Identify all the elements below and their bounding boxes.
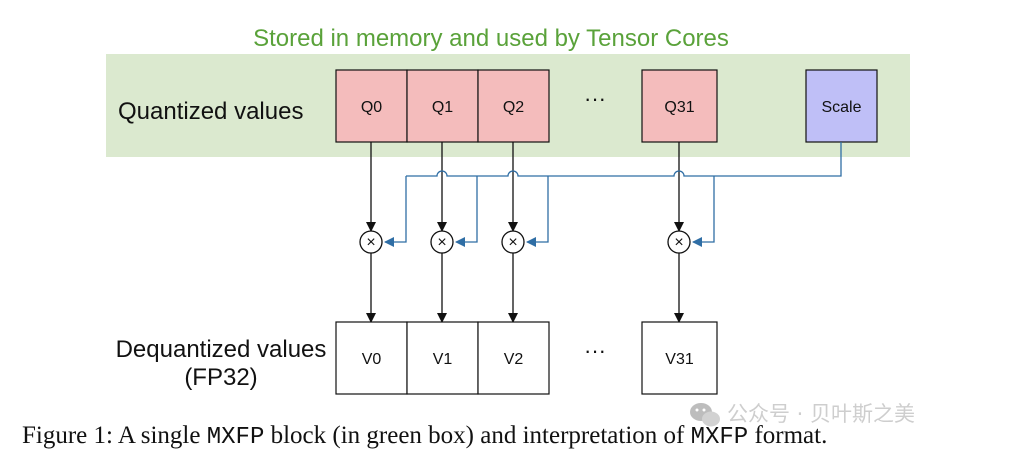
scale-branch-q1 <box>455 176 478 247</box>
dequantized-box-v1: V1 <box>406 321 479 395</box>
wechat-watermark: 公众号 · 贝叶斯之美 <box>690 402 915 427</box>
dequantized-box-v2: V2 <box>477 321 550 395</box>
scale-distribution-line <box>406 142 842 177</box>
quantized-box-q31: Q31 <box>641 69 718 143</box>
caption-mono-mxfp-2: MXFP <box>691 424 749 451</box>
svg-text:Scale: Scale <box>821 99 861 116</box>
multiply-icon: × <box>508 234 517 251</box>
dequantized-box-v0: V0 <box>335 321 408 395</box>
figure-caption: Figure 1: A single MXFP block (in green … <box>22 422 827 451</box>
wechat-icon <box>690 403 720 427</box>
dequantized-values-label: Dequantized values <box>116 336 327 363</box>
caption-middle: block (in green box) and interpretation … <box>264 422 690 449</box>
svg-text:V2: V2 <box>504 351 524 368</box>
dequantized-ellipsis: ··· <box>584 338 606 363</box>
dequantized-box-v31: V31 <box>641 321 718 395</box>
watermark-text: 公众号 · 贝叶斯之美 <box>727 402 915 426</box>
multiply-node-0: × <box>359 230 383 254</box>
memory-title: Stored in memory and used by Tensor Core… <box>253 25 729 52</box>
svg-text:Q31: Q31 <box>664 99 694 116</box>
dequantized-precision-label: (FP32) <box>184 364 257 391</box>
quantized-box-q0: Q0 <box>335 69 408 143</box>
caption-prefix: Figure 1: A single <box>22 422 207 449</box>
scale-branch-q31 <box>692 176 715 247</box>
multiply-node-1: × <box>430 230 454 254</box>
svg-text:Q1: Q1 <box>432 99 453 116</box>
svg-text:V1: V1 <box>433 351 453 368</box>
caption-mono-mxfp-1: MXFP <box>207 424 265 451</box>
scale-branch-q2 <box>526 176 549 247</box>
quantized-values-label: Quantized values <box>118 98 303 125</box>
quantized-box-q1: Q1 <box>406 69 479 143</box>
quantized-ellipsis: ··· <box>584 86 606 111</box>
svg-text:V0: V0 <box>362 351 382 368</box>
multiply-icon: × <box>437 234 446 251</box>
scale-branch-q0 <box>384 176 407 247</box>
scale-box: Scale <box>805 69 878 143</box>
svg-text:Q0: Q0 <box>361 99 382 116</box>
quantized-box-q2: Q2 <box>477 69 550 143</box>
multiply-icon: × <box>674 234 683 251</box>
multiply-node-2: × <box>501 230 525 254</box>
svg-text:Q2: Q2 <box>503 99 524 116</box>
svg-text:V31: V31 <box>665 351 694 368</box>
multiply-node-31: × <box>667 230 691 254</box>
caption-suffix: format. <box>748 422 827 449</box>
multiply-icon: × <box>366 234 375 251</box>
